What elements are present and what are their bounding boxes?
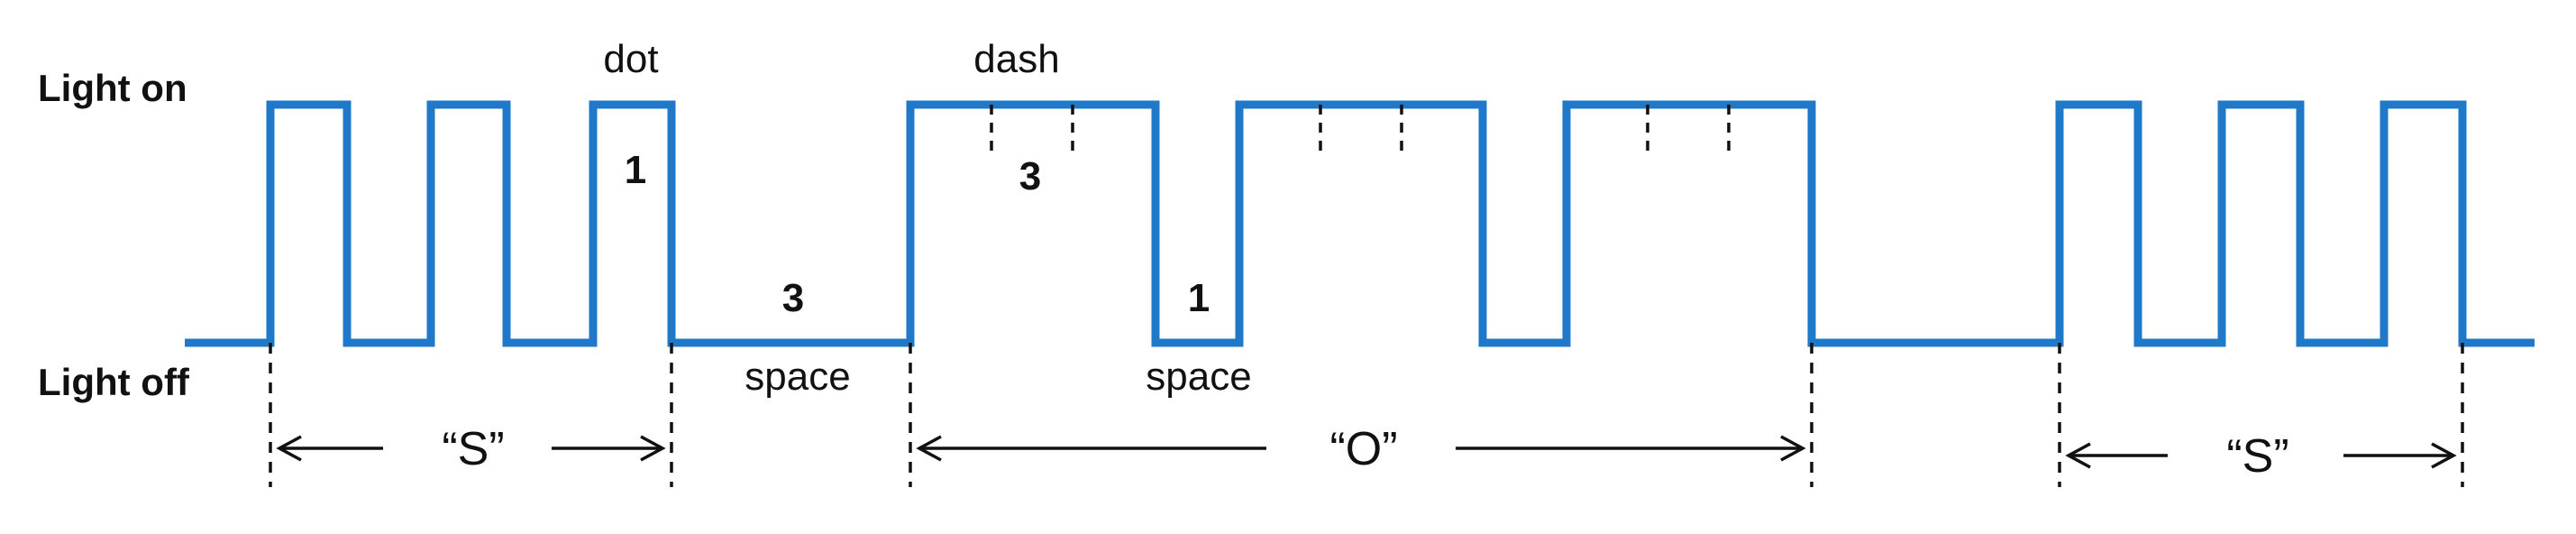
letter-gap-label: space [744, 354, 850, 399]
arrow-left-icon [276, 435, 302, 462]
arrow-left-icon [916, 435, 942, 462]
arrow-right-icon [640, 435, 666, 462]
signal-waveform [185, 100, 2535, 347]
arrow-left-icon [2065, 442, 2091, 469]
dash-label: dash [973, 37, 1059, 81]
letter-s-first: “S” [442, 423, 504, 475]
dash-unit-count: 3 [1019, 154, 1041, 198]
letter-gap-unit-count: 3 [782, 276, 804, 320]
letter-boundaries [269, 343, 2464, 487]
arrow-right-icon [1780, 435, 1806, 462]
letter-o: “O” [1329, 423, 1397, 475]
dash-unit-ticks [990, 105, 1731, 155]
letter-s-second: “S” [2226, 430, 2288, 483]
element-gap-label: space [1146, 354, 1251, 399]
letter-s-first-span: “S” [276, 423, 666, 475]
letter-s-second-span: “S” [2065, 430, 2457, 483]
light-off-label: Light off [38, 361, 190, 403]
letter-o-span: “O” [916, 423, 1806, 475]
element-gap-unit-count: 1 [1188, 276, 1210, 320]
arrow-right-icon [2431, 442, 2457, 469]
light-on-label: Light on [38, 67, 187, 109]
dot-label: dot [603, 37, 658, 81]
dot-unit-count: 1 [625, 148, 646, 192]
